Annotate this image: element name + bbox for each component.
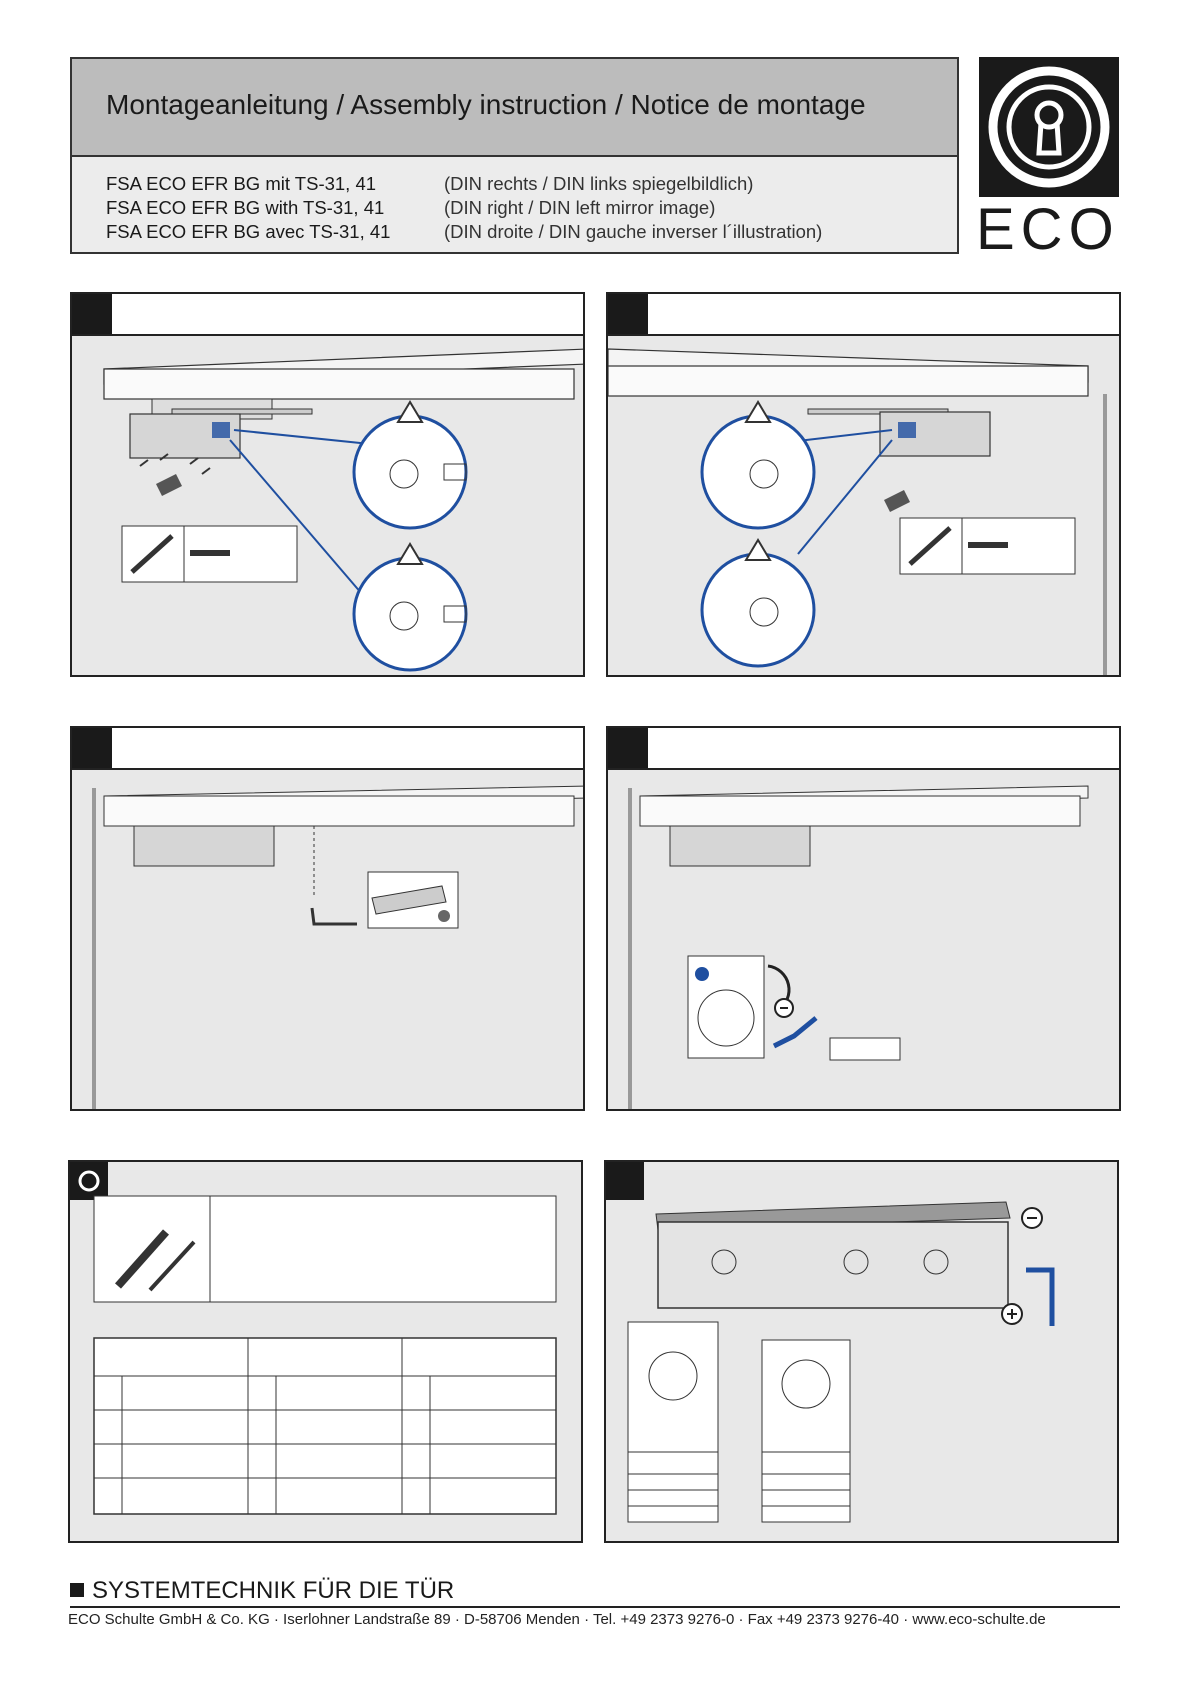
gear-icon xyxy=(78,1170,100,1192)
product-line-de: FSA ECO EFR BG mit TS-31, 41 xyxy=(106,173,377,194)
page-title: Montageanleitung / Assembly instruction … xyxy=(106,89,866,120)
mounting-illustration-left xyxy=(608,348,1107,675)
valve-adjustment-illustration xyxy=(628,785,1089,1109)
eco-logo-mark xyxy=(979,57,1119,197)
panel-header xyxy=(608,294,1119,336)
footer-brand: SYSTEMTECHNIK FÜR DIE TÜR xyxy=(70,1577,454,1605)
closing-force-panel xyxy=(604,1160,1119,1543)
step-number-box xyxy=(72,294,112,334)
footer-brand-text: SYSTEMTECHNIK FÜR DIE TÜR xyxy=(92,1577,455,1604)
tools-panel xyxy=(68,1160,583,1543)
closing-force-illustration xyxy=(606,1162,1055,1523)
tools-and-table-illustration xyxy=(70,1162,557,1515)
mounting-illustration-right xyxy=(103,348,583,672)
footer-divider xyxy=(70,1606,1120,1608)
product-note-de: (DIN rechts / DIN links spiegelbildlich) xyxy=(444,173,754,194)
header-box: Montageanleitung / Assembly instruction … xyxy=(70,57,959,254)
product-note-fr: (DIN droite / DIN gauche inverser l´illu… xyxy=(444,221,823,242)
product-note-en: (DIN right / DIN left mirror image) xyxy=(444,197,716,218)
step-number-box xyxy=(608,294,648,334)
step-panel-1 xyxy=(70,292,585,677)
step-panel-2 xyxy=(606,292,1121,677)
step-panel-4 xyxy=(606,726,1121,1111)
panel-header xyxy=(72,294,583,336)
eco-logo-text: ECO xyxy=(976,197,1120,262)
step-number-box xyxy=(608,728,648,768)
footer-address: ECO Schulte GmbH & Co. KG · Iserlohner L… xyxy=(68,1611,1046,1628)
product-line-en: FSA ECO EFR BG with TS-31, 41 xyxy=(106,197,385,218)
panel-header xyxy=(72,728,583,770)
header-title-band: Montageanleitung / Assembly instruction … xyxy=(72,59,957,157)
product-line-fr: FSA ECO EFR BG avec TS-31, 41 xyxy=(106,221,391,242)
step-number-box xyxy=(72,728,112,768)
keyhole-icon xyxy=(988,66,1110,188)
panel-header xyxy=(608,728,1119,770)
square-icon xyxy=(70,1582,84,1597)
arm-attachment-illustration xyxy=(92,785,583,1109)
step-panel-3 xyxy=(70,726,585,1111)
